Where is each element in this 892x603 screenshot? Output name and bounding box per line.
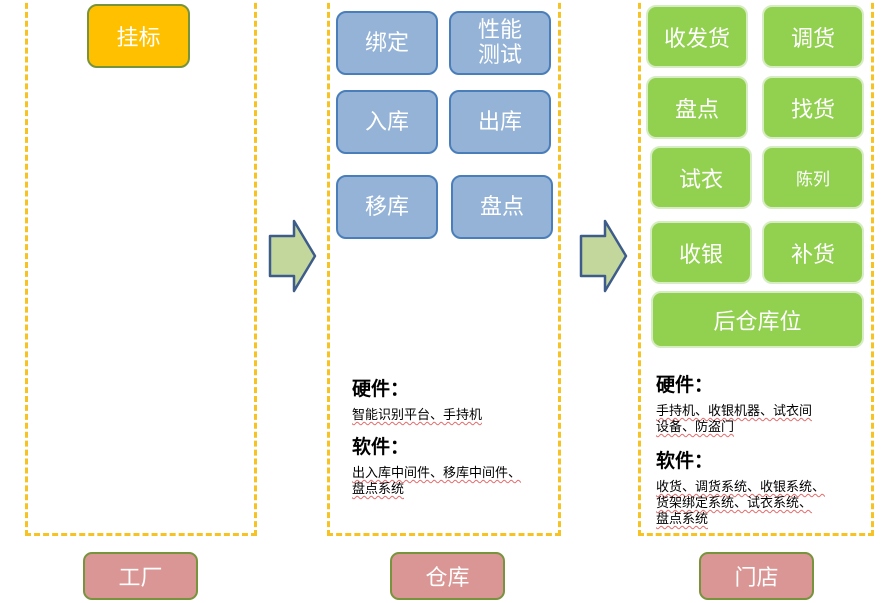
store-box-transfer: 调货 [762,5,864,68]
store-column [638,0,874,536]
warehouse-label: 仓库 [390,552,505,600]
store-box-fitting: 试衣 [650,146,752,209]
warehouse-box-bind: 绑定 [336,11,438,75]
store-box-inventory: 盘点 [646,76,748,139]
warehouse-software-title: 软件： [352,436,410,458]
tagging-box: 挂标 [87,4,190,68]
store-box-shipping: 收发货 [646,5,748,68]
store-label: 门店 [699,552,814,600]
store-hardware-text: 手持机、收银机器、试衣间 设备、防盗门 [656,404,813,435]
arrow-right-icon [268,219,317,293]
store-software-text: 收货、调货系统、收银系统、 货架绑定系统、试衣系统、 盘点系统 [656,480,826,527]
warehouse-box-transfer: 移库 [336,175,438,239]
warehouse-hardware-title: 硬件： [352,378,410,400]
warehouse-box-performance-test: 性能 测试 [449,11,551,75]
warehouse-box-inbound: 入库 [336,90,438,154]
store-box-checkout: 收银 [650,221,752,284]
warehouse-box-outbound: 出库 [449,90,551,154]
factory-column [25,0,257,536]
store-software-title: 软件： [656,450,714,472]
arrow-right-icon [579,219,628,293]
store-box-backroom: 后仓库位 [651,291,864,348]
store-box-restock: 补货 [762,221,864,284]
warehouse-box-inventory: 盘点 [451,175,553,239]
warehouse-hardware-text: 智能识别平台、手持机 [352,408,483,423]
store-hardware-title: 硬件： [656,374,714,396]
warehouse-column [327,0,561,536]
store-box-display: 陈列 [762,146,864,209]
store-box-find-goods: 找货 [762,76,864,139]
warehouse-software-text: 出入库中间件、移库中间件、 盘点系统 [352,466,522,497]
factory-label: 工厂 [83,552,198,600]
